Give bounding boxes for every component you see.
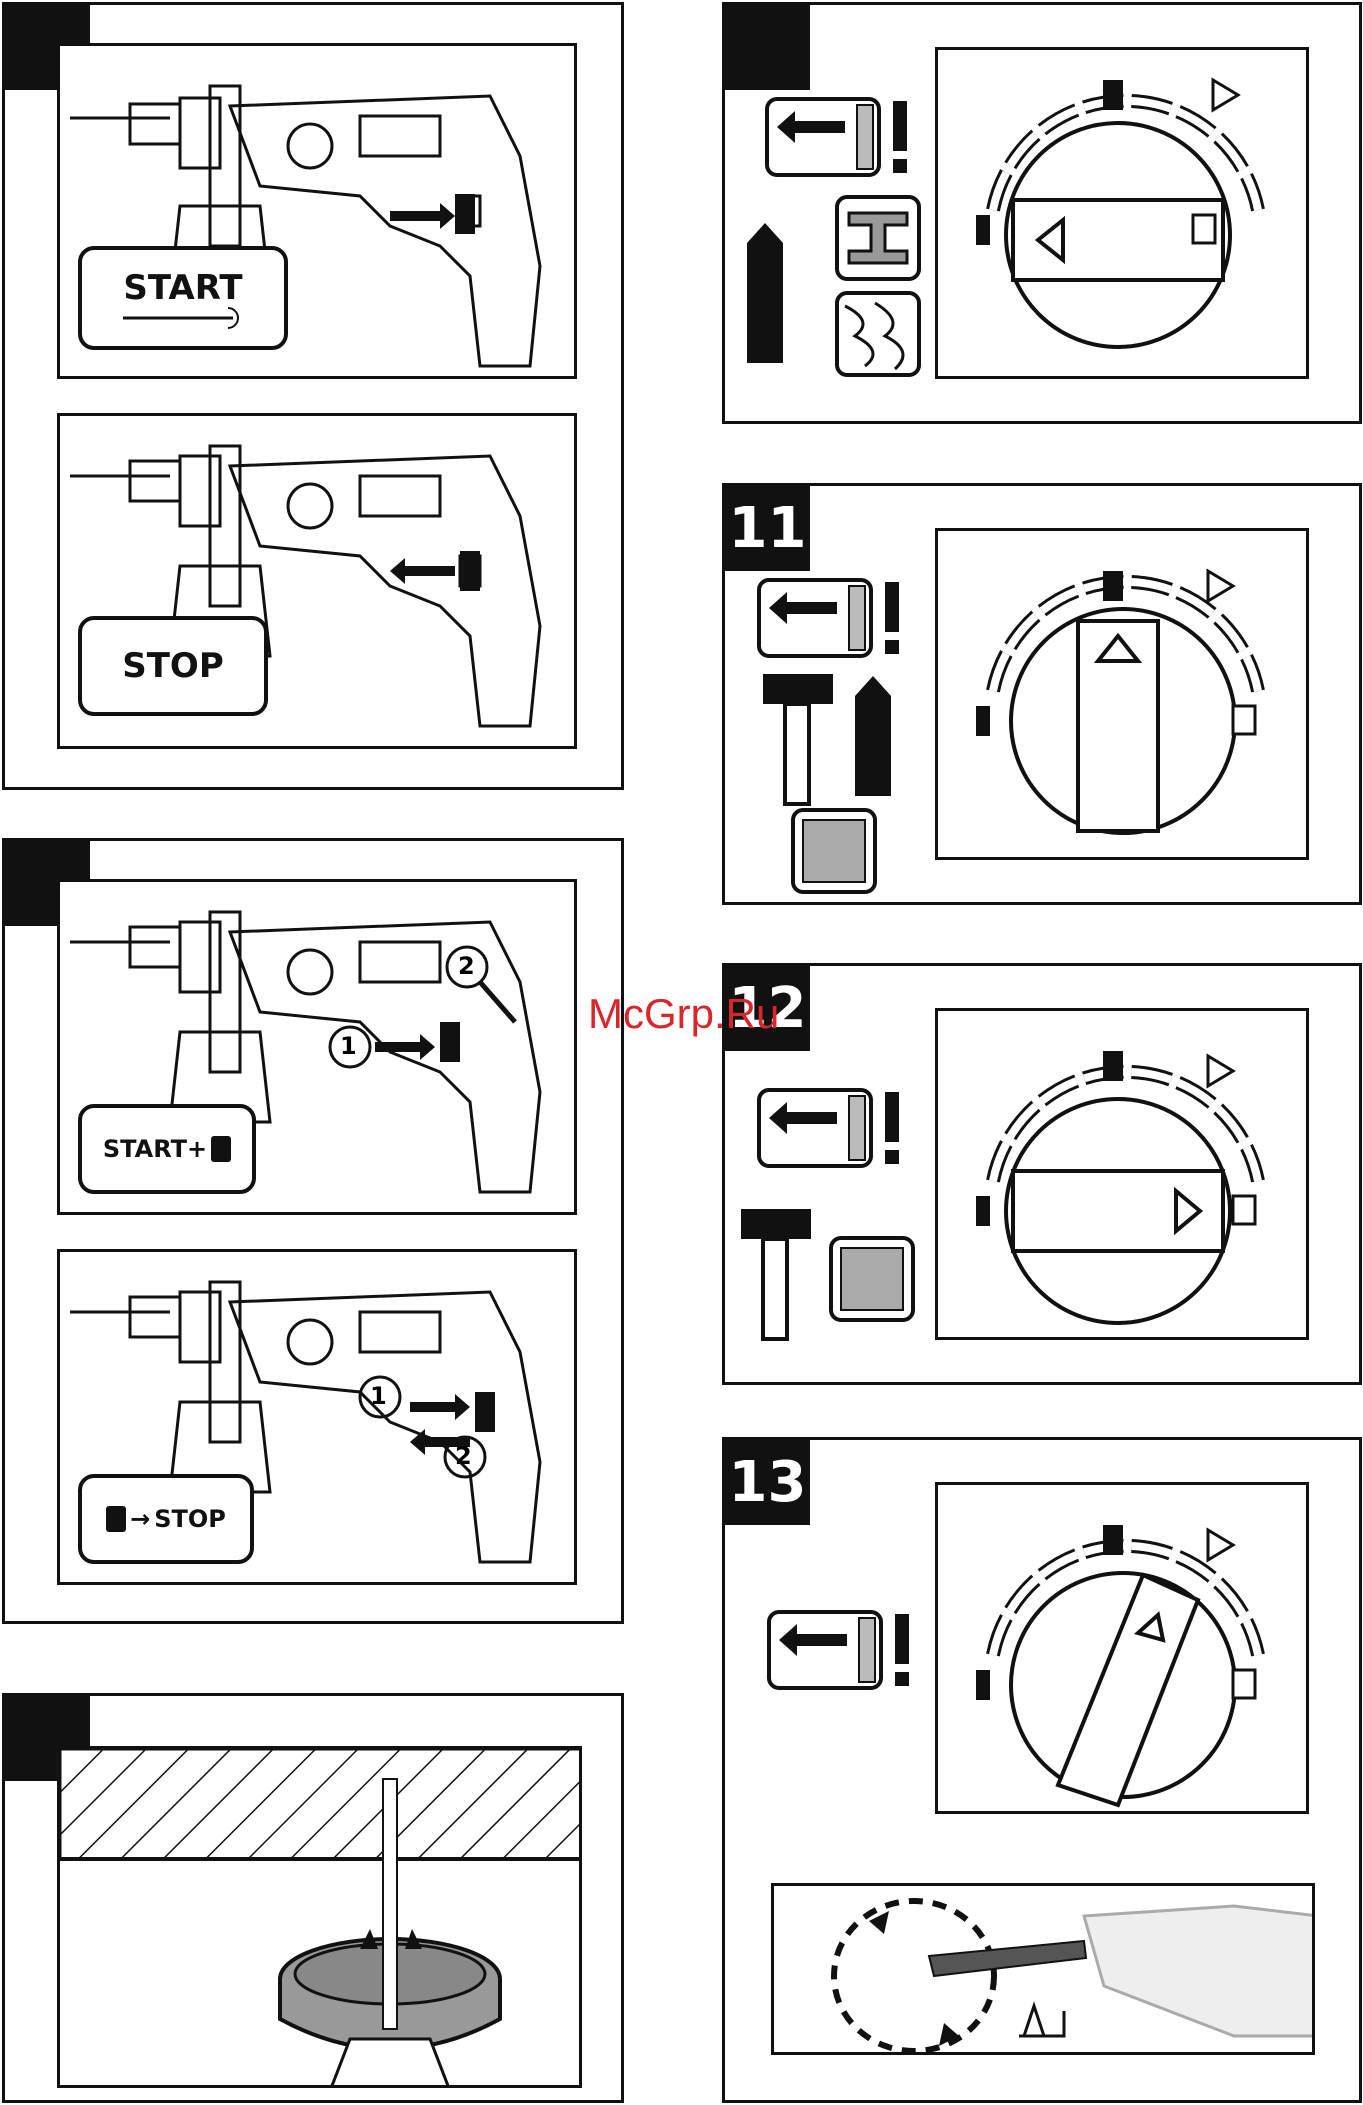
arrow-push-icon — [410, 1394, 470, 1420]
lock-stop-label: STOP — [154, 1505, 226, 1533]
stop-label: STOP — [122, 646, 224, 686]
chisel-icon — [929, 1941, 1086, 1976]
stop-subpanel: STOP — [57, 413, 577, 749]
panel-number-badge — [725, 5, 810, 90]
stop-badge: STOP — [78, 616, 268, 716]
play-icon — [1213, 80, 1238, 110]
mode-selector-dial — [938, 1011, 1309, 1340]
play-icon — [1208, 1056, 1233, 1086]
arrow-icon: → — [130, 1505, 150, 1533]
start-lock-subpanel: 1 2 START+ — [57, 879, 577, 1215]
chisel-rotation-illustration — [774, 1886, 1315, 2055]
start-subpanel: START — [57, 43, 577, 379]
step-2-label: 2 — [458, 952, 480, 982]
mode-dial-subpanel — [935, 1008, 1309, 1340]
mode-dial-subpanel — [935, 1482, 1309, 1814]
metal-material-icon — [835, 195, 921, 281]
chisel-rotation-subpanel — [771, 1883, 1315, 2055]
arrow-push-icon — [390, 203, 455, 229]
start-lock-badge: START+ — [78, 1104, 256, 1194]
unplug-warning-icon — [767, 1610, 917, 1690]
masonry-material-icon — [829, 1236, 915, 1322]
panel-chisel-position: 13 — [722, 1437, 1362, 2103]
hand-icon — [1019, 2006, 1064, 2036]
mode-dial-subpanel — [935, 528, 1309, 860]
mode-selector-dial — [938, 531, 1309, 860]
start-badge: START — [78, 246, 288, 350]
lock-icon — [106, 1506, 126, 1532]
ceiling-drilling-subpanel — [57, 1746, 582, 2088]
hammer-icon — [763, 674, 833, 804]
panel-chisel-mode: 12 — [722, 963, 1362, 1385]
dust-cup-illustration — [60, 1749, 582, 2088]
start-label: START — [123, 268, 242, 308]
panel-switch-start-stop: START STOP — [2, 2, 624, 790]
drill-bit-icon — [747, 223, 783, 363]
mode-selector-dial — [938, 50, 1309, 379]
lock-stop-badge: → STOP — [78, 1474, 254, 1564]
start-lock-label: START+ — [103, 1135, 207, 1163]
panel-hammer-drill-mode: 11 — [722, 483, 1362, 905]
unplug-warning-icon — [765, 97, 915, 177]
unplug-warning-icon — [757, 578, 907, 658]
mode-selector-dial — [938, 1485, 1309, 1814]
arrow-release-icon — [390, 558, 455, 584]
panel-dust-cup — [2, 1693, 624, 2103]
play-icon — [1208, 1530, 1233, 1560]
drill-bit-rotation-icon — [118, 308, 248, 328]
arrow-push-icon — [375, 1034, 435, 1060]
panel-number-badge: 11 — [725, 486, 810, 571]
watermark: McGrp.Ru — [588, 990, 779, 1038]
panel-number-badge: 13 — [725, 1440, 810, 1525]
masonry-material-icon — [791, 808, 877, 894]
wood-material-icon — [835, 291, 921, 377]
panel-drill-mode — [722, 2, 1362, 424]
mode-dial-subpanel — [935, 47, 1309, 379]
panel-lock-switch: 1 2 START+ 1 2 — [2, 838, 624, 1624]
step-2-label: 2 — [455, 1442, 477, 1472]
unplug-warning-icon — [757, 1088, 907, 1168]
lock-stop-subpanel: 1 2 → STOP — [57, 1249, 577, 1585]
lock-icon — [211, 1136, 231, 1162]
step-1-label: 1 — [340, 1032, 362, 1062]
drill-bit-icon — [855, 676, 891, 796]
step-1-label: 1 — [370, 1382, 392, 1412]
play-icon — [1208, 571, 1233, 601]
hammer-icon — [741, 1209, 811, 1339]
